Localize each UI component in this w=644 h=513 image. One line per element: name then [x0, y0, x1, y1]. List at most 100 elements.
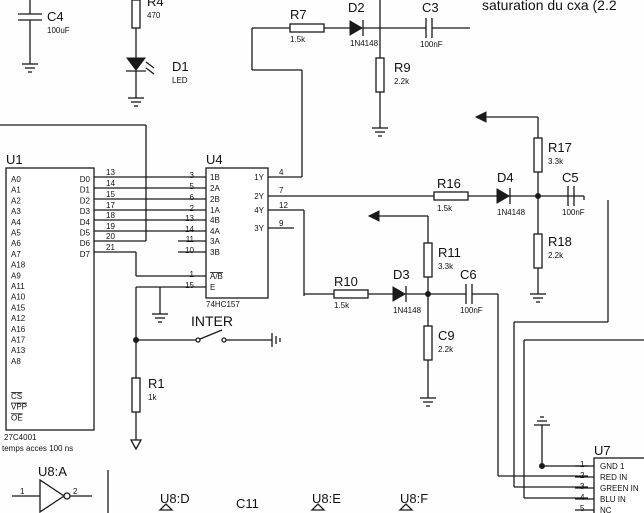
r7-value: 1.5k [290, 35, 306, 44]
d4-value: 1N4148 [497, 208, 526, 217]
c3-label: C3 [422, 0, 439, 15]
r4-value: 470 [147, 11, 161, 20]
u4-pin-ctrl-1: E [210, 283, 215, 292]
u1-pin21: 21 [106, 243, 115, 252]
r16-label: R16 [437, 176, 461, 191]
u4-pin-2a: 2A [210, 184, 220, 193]
u1-pin-a8: A8 [11, 357, 21, 366]
u1-pin-d0: D0 [80, 175, 91, 184]
c9-value: 2.2k [438, 345, 454, 354]
u1-pin15: 15 [106, 190, 115, 199]
r11-value: 3.3k [438, 262, 454, 271]
u4-pin-number-14: 14 [185, 225, 194, 234]
u1-pin-a0: A0 [11, 175, 21, 184]
u4-pin-1y: 1Y [254, 173, 264, 182]
u1-pin-d6: D6 [80, 239, 91, 248]
u1-pin-a12: A12 [11, 314, 26, 323]
u1-pin-d7: D7 [80, 250, 91, 259]
r18-value: 2.2k [548, 251, 564, 260]
u1-pin-a9: A9 [11, 271, 21, 280]
u1-pin-a7: A7 [11, 250, 21, 259]
chip-u1: U1 27C4001 temps acces 100 ns A0A1A2A3A4… [0, 124, 147, 453]
u7-pin-3: BLU IN [600, 495, 626, 504]
u4-pin-2y: 2Y [254, 192, 264, 201]
u1-pin-a5: A5 [11, 229, 21, 238]
r1-label: R1 [148, 376, 165, 391]
u4-pin-1b: 1B [210, 173, 220, 182]
u1-pin-d4: D4 [80, 218, 91, 227]
u4-pin-number-11: 11 [186, 235, 195, 244]
u4-pin-number-2: 2 [190, 204, 195, 213]
u1-note: temps acces 100 ns [2, 444, 73, 453]
u4-pin12: 12 [279, 201, 288, 210]
c6-label: C6 [460, 267, 477, 282]
u1-pin13: 13 [106, 168, 115, 177]
u4-ctrl-number-0: 1 [190, 270, 195, 279]
bottom-labels: U8:D C11 U8:E U8:F [107, 470, 428, 513]
u8d-label: U8:D [160, 491, 190, 506]
u7-pin-number-4: 5 [580, 504, 585, 513]
u4-pin-number-10: 10 [185, 246, 194, 255]
d4-label: D4 [497, 170, 514, 185]
u4-pin7: 7 [279, 186, 284, 195]
u7-pin-1: RED IN [600, 473, 627, 482]
u1-pin-d2: D2 [80, 196, 91, 205]
r7-label: R7 [290, 7, 307, 22]
u4-pin-number-13: 13 [185, 214, 194, 223]
u1-pin-a1: A1 [11, 186, 21, 195]
u4-part: 74HC157 [206, 300, 240, 309]
u8a-pin2: 2 [73, 487, 78, 496]
switch-inter: INTER [133, 313, 281, 347]
r10-label: R10 [334, 274, 358, 289]
c6-value: 100nF [460, 306, 483, 315]
u4-pin-number-3: 3 [190, 171, 195, 180]
u4-ctrl-number-1: 15 [185, 281, 194, 290]
u1-part: 27C4001 [4, 433, 37, 442]
u4-pin-3y: 3Y [254, 224, 264, 233]
u1-pin-cs: CS [11, 392, 22, 401]
u1-pin-d1: D1 [80, 186, 91, 195]
u7-pin-number-1: 2 [580, 471, 585, 480]
u8a-label: U8:A [38, 464, 67, 479]
c5-label: C5 [562, 170, 579, 185]
u1-pin19: 19 [106, 222, 115, 231]
u4-pin-3a: 3A [210, 237, 220, 246]
u8a-pin1: 1 [20, 487, 25, 496]
u1-pin-a17: A17 [11, 336, 26, 345]
u4-pin4: 4 [279, 168, 284, 177]
d1-label: D1 [172, 59, 189, 74]
d3-value: 1N4148 [393, 306, 422, 315]
c4-label: C4 [47, 9, 64, 24]
u1-pin-a10: A10 [11, 293, 26, 302]
inter-label: INTER [191, 313, 233, 329]
u1-pin-a18: A18 [11, 261, 26, 270]
title-text: saturation du cxa (2.2 [482, 0, 617, 13]
u4-label: U4 [206, 152, 223, 167]
network-top: R7 1.5k D2 1N4148 C3 100nF R9 2.2k [251, 0, 470, 174]
u1-pin-a4: A4 [11, 218, 21, 227]
u1-pin-a16: A16 [11, 325, 26, 334]
resistor-r1: R1 1k [129, 376, 165, 451]
u4-pin-ctrl-0: A/B [210, 272, 223, 281]
u1-pin-a2: A2 [11, 196, 21, 205]
network-middle: R10 1.5k D3 1N4148 C6 100nF R11 3.3k C9 … [304, 210, 588, 477]
r1-value: 1k [148, 393, 157, 402]
c5-value: 100nF [562, 208, 585, 217]
network-right: R16 1.5k D4 1N4148 C5 100nF R17 3.3k R18… [433, 111, 585, 303]
u1-pin-a13: A13 [11, 346, 26, 355]
u1-pin-a6: A6 [11, 239, 21, 248]
u1-pin-a11: A11 [11, 282, 25, 291]
u1-left-pins: A0A1A2A3A4A5A6A7A18A9A11A10A15A12A16A17A… [11, 175, 27, 422]
u4-pin-3b: 3B [210, 248, 220, 257]
r18-label: R18 [548, 234, 572, 249]
d1-value: LED [172, 76, 188, 85]
capacitor-c4: C4 100uF [18, 0, 70, 73]
resistor-r4: R4 470 [131, 0, 164, 29]
u7-pin-2: GREEN IN [600, 484, 639, 493]
u1-pin18: 18 [106, 211, 115, 220]
data-bus: 13 14 15 17 18 19 20 21 [94, 168, 206, 252]
r9-value: 2.2k [394, 77, 410, 86]
